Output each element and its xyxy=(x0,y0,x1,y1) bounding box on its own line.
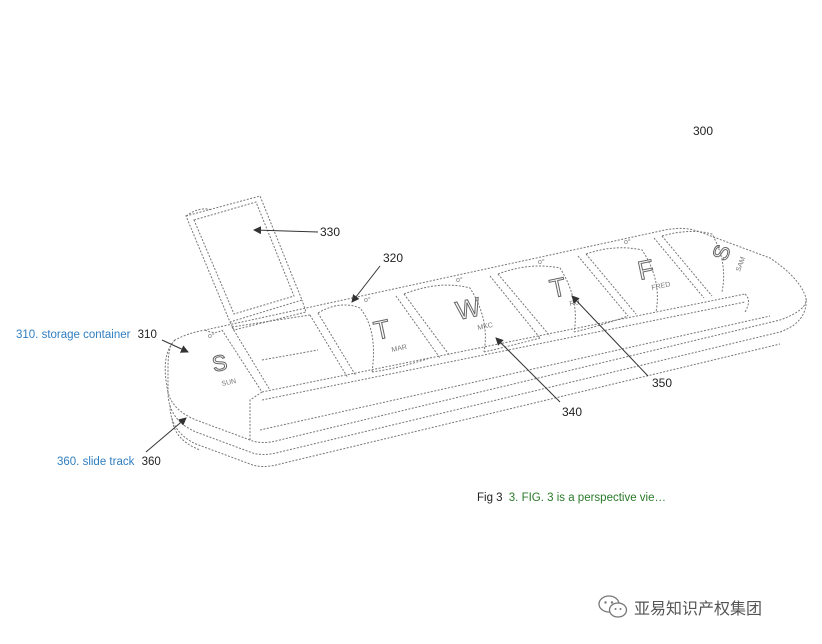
leader-340 xyxy=(495,337,561,403)
container-annotation: 310. storage container 310 xyxy=(16,329,157,341)
figure-caption: Fig 3 3. FIG. 3 is a perspective vie… xyxy=(477,492,666,504)
wechat-icon xyxy=(598,595,628,618)
day-mark: FRED xyxy=(651,281,671,292)
leader-350 xyxy=(571,295,649,377)
ref-300: 300 xyxy=(693,124,714,138)
ref-320: 320 xyxy=(383,251,404,265)
leader-310 xyxy=(161,339,189,353)
svg-text:o°: o° xyxy=(364,296,371,304)
watermark-text: 亚易知识产权集团 xyxy=(634,599,763,618)
day-letter: T xyxy=(547,271,569,304)
track-annotation: 360. slide track 360 xyxy=(57,456,161,468)
svg-text:o°: o° xyxy=(624,238,631,246)
ref-330: 330 xyxy=(320,225,341,239)
svg-text:o°: o° xyxy=(456,276,463,284)
day-mark: MKC xyxy=(477,322,494,332)
day-marks: SUN MAR MKC RU FRED SAM xyxy=(221,256,747,388)
day-letter: F xyxy=(635,253,657,286)
leader-360 xyxy=(145,417,187,453)
day-mark: SAM xyxy=(735,256,747,273)
svg-text:o°: o° xyxy=(538,258,545,266)
leader-320 xyxy=(351,265,381,303)
caption-prefix: Fig 3 xyxy=(477,492,503,504)
ref-310: 310 xyxy=(137,329,157,341)
track-label: 360. slide track xyxy=(57,456,135,468)
watermark: 亚易知识产权集团 xyxy=(598,594,762,620)
day-mark: MAR xyxy=(391,344,408,354)
container-label: 310. storage container xyxy=(16,329,131,341)
caption-text: 3. FIG. 3 is a perspective vie… xyxy=(508,492,667,504)
day-letter: T xyxy=(371,313,393,346)
leader-330 xyxy=(253,226,319,235)
day-letter: S xyxy=(707,241,736,263)
day-letter: S xyxy=(210,349,230,377)
svg-text:o°: o° xyxy=(208,332,215,340)
day-mark: SUN xyxy=(221,378,237,388)
ref-360: 360 xyxy=(141,456,161,468)
day-letter: W xyxy=(453,291,484,326)
ref-350: 350 xyxy=(652,376,673,390)
ref-340: 340 xyxy=(562,405,583,419)
